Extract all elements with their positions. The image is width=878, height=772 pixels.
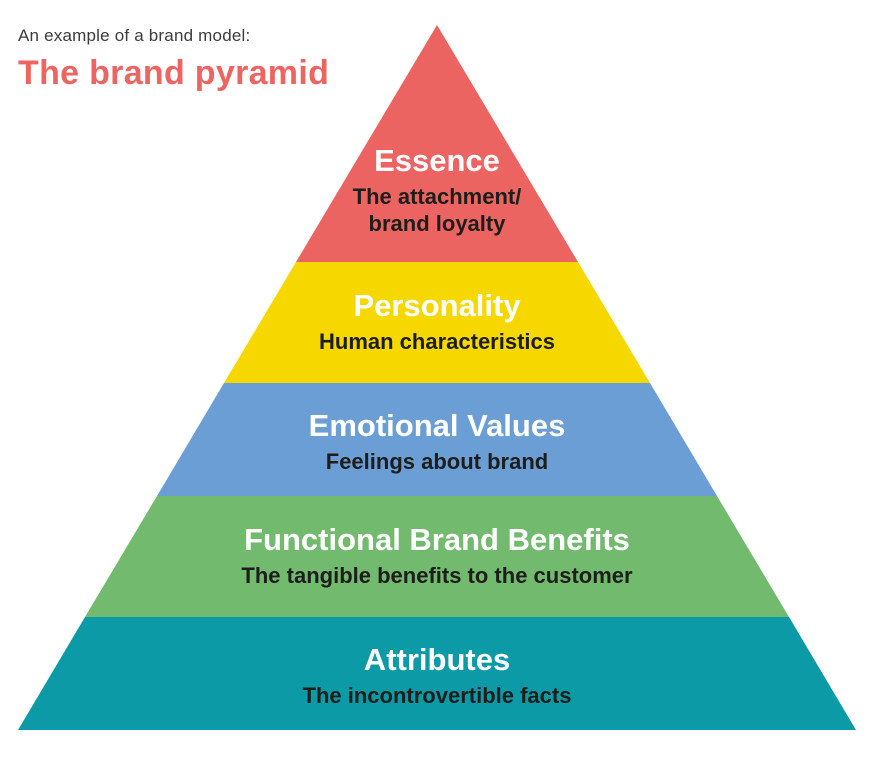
pyramid-layer-emotional-values-shape — [157, 383, 717, 496]
pyramid-layer-functional-benefits-shape — [85, 496, 789, 617]
pyramid-layer-personality-shape — [224, 262, 650, 383]
layer-description-functional-benefits: The tangible benefits to the customer — [241, 563, 633, 588]
layer-description-essence: The attachment/ brand loyalty — [353, 183, 522, 237]
pyramid-layer-attributes-shape — [18, 617, 856, 730]
layer-heading-functional-benefits: Functional Brand Benefits — [244, 522, 630, 557]
pyramid-layer-essence-shape — [296, 25, 578, 262]
layer-description-attributes: The incontrovertible facts — [302, 683, 572, 708]
layer-description-essence-line1: The attachment/ — [352, 184, 522, 209]
layer-description-essence-line2: brand loyalty — [368, 211, 506, 236]
figure-title: The brand pyramid — [18, 54, 330, 92]
layer-label-personality: Personality Human characteristics — [319, 288, 555, 355]
layer-description-personality: Human characteristics — [319, 329, 555, 354]
layer-heading-attributes: Attributes — [363, 642, 511, 677]
layer-heading-personality: Personality — [353, 288, 521, 323]
layer-heading-essence: Essence — [374, 143, 500, 178]
figure-subtitle: An example of a brand model: — [18, 26, 251, 45]
layer-label-functional-benefits: Functional Brand Benefits The tangible b… — [241, 522, 632, 589]
layer-label-essence: Essence The attachment/ brand loyalty — [353, 143, 522, 237]
layer-label-emotional-values: Emotional Values Feelings about brand — [309, 408, 566, 475]
figure-header: An example of a brand model: The brand p… — [18, 26, 329, 93]
layer-label-attributes: Attributes The incontrovertible facts — [303, 642, 572, 709]
layer-heading-emotional-values: Emotional Values — [308, 408, 566, 443]
layer-description-emotional-values: Feelings about brand — [325, 449, 549, 474]
